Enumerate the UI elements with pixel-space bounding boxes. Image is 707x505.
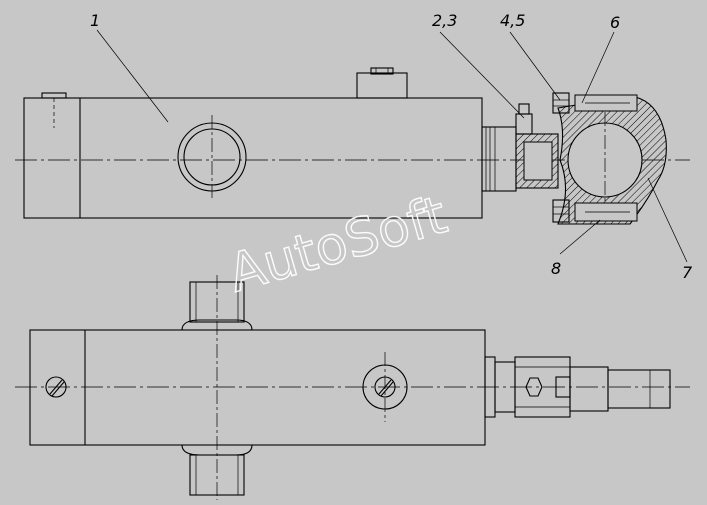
clevis-head — [557, 94, 667, 225]
bottom-bolt-head — [552, 199, 570, 223]
set-screw — [515, 103, 533, 135]
end-gland — [481, 126, 517, 192]
label-part-6: 6 — [610, 13, 620, 32]
label-parts-4-5: 4,5 — [500, 11, 525, 30]
cylinder-body-bottom — [29, 329, 486, 446]
label-parts-2-3: 2,3 — [432, 11, 457, 30]
top-fitting-boss — [356, 67, 408, 99]
leader-lines — [96, 29, 688, 263]
bottom-gland-rod — [484, 356, 671, 418]
watermark-logo: AutoSoft — [222, 185, 453, 304]
rod-section — [515, 133, 559, 189]
label-part-1: 1 — [90, 11, 100, 30]
label-part-7: 7 — [682, 263, 693, 282]
port-circle — [177, 115, 247, 200]
label-part-8: 8 — [551, 259, 561, 278]
top-bolt-head — [552, 92, 570, 114]
right-plug-screw — [362, 352, 408, 422]
top-view — [15, 67, 690, 225]
bottom-view — [15, 275, 690, 500]
top-left-boss — [41, 92, 67, 128]
left-plug-screw — [45, 376, 67, 398]
